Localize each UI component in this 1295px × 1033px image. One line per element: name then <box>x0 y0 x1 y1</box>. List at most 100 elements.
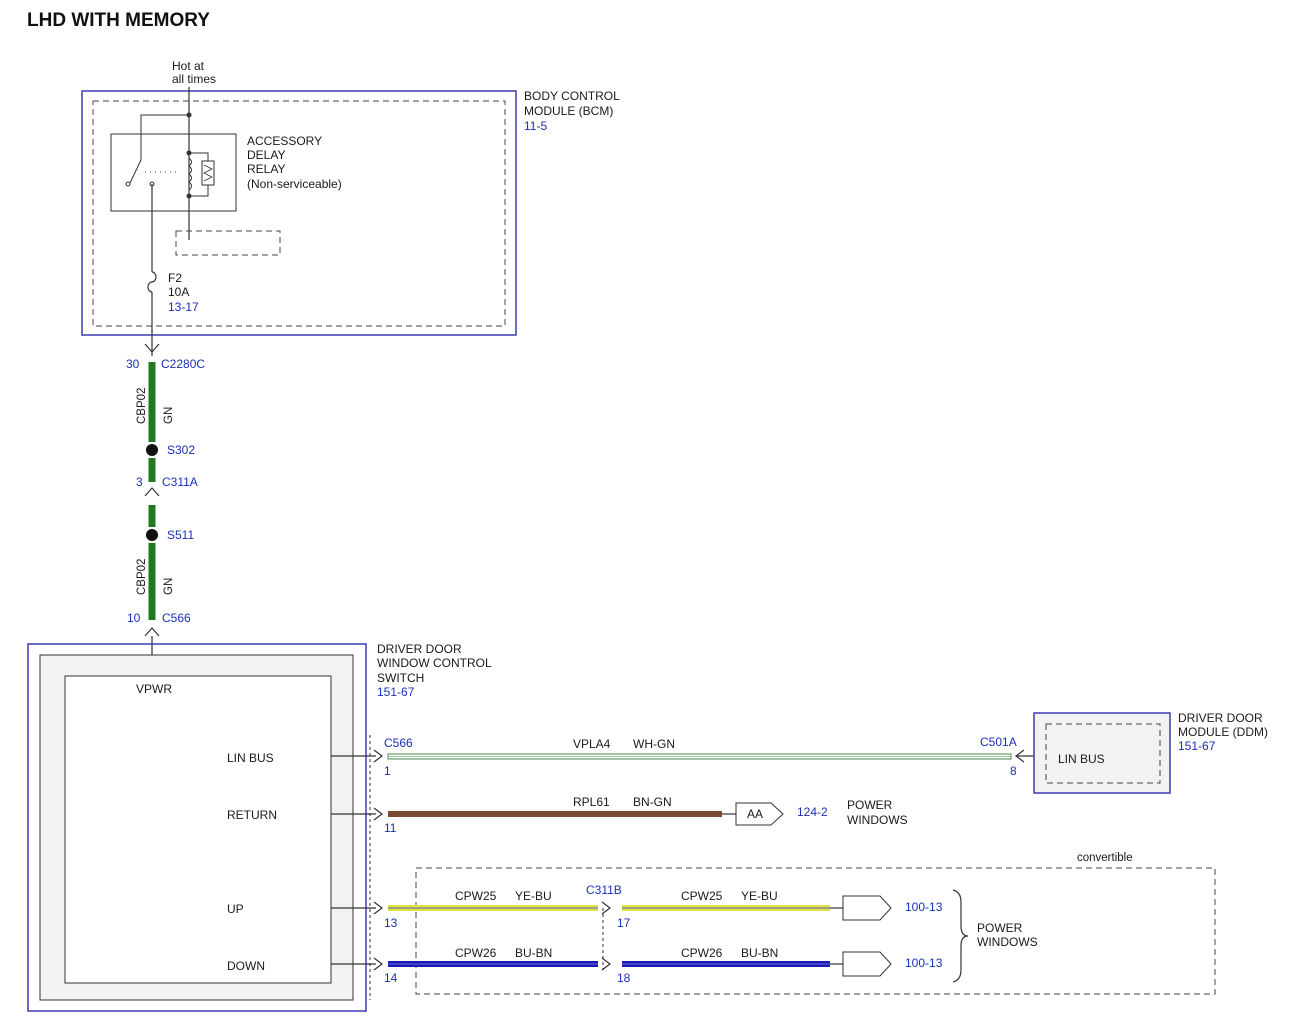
relay-resistor-icon <box>201 160 215 186</box>
connector-c311a-label[interactable]: C311A <box>162 475 198 489</box>
wire-cpw26-circuit-2: CPW26 <box>681 946 723 960</box>
ddm-ref-link[interactable]: 151-67 <box>1178 739 1216 753</box>
down-ref-link[interactable]: 100-13 <box>905 956 943 970</box>
connector-up-icon <box>373 901 383 915</box>
relay-label-line3: RELAY <box>247 162 285 176</box>
connector-c311b-down-icon <box>601 957 611 971</box>
pin-label-down: DOWN <box>227 959 265 973</box>
pin-down-18: 18 <box>617 971 631 985</box>
bcm-internal-dashed-box <box>92 100 506 327</box>
pin-label-up: UP <box>227 902 244 916</box>
wire-color-label-2: GN <box>163 578 175 595</box>
return-dest-line2: WINDOWS <box>847 813 908 827</box>
connector-c311b-up-icon <box>601 901 611 915</box>
ground-reference-label: AA <box>747 807 763 821</box>
wire-cpw26-color-2: BU-BN <box>741 946 778 960</box>
pin-label-return: RETURN <box>227 808 277 822</box>
bcm-name-line1: BODY CONTROL <box>524 89 620 103</box>
wire-cpw26-color-1: BU-BN <box>515 946 552 960</box>
relay-contact-left <box>125 181 131 187</box>
ddm-internal-dashed-box <box>1045 723 1161 784</box>
switch-module-box <box>27 643 367 1012</box>
pin-up-17: 17 <box>617 916 631 930</box>
relay-coil-icon <box>188 157 192 191</box>
bcm-module-box <box>81 90 517 336</box>
relay-box <box>110 133 237 212</box>
power-source-label-line2: all times <box>172 72 216 86</box>
convertible-dest-line1: POWER <box>977 921 1023 935</box>
wire-circuit-label-1: CBP02 <box>136 388 148 424</box>
ddm-name-line1: DRIVER DOOR <box>1178 711 1263 725</box>
switch-name-line1: DRIVER DOOR <box>377 642 462 656</box>
splice-s511-label[interactable]: S511 <box>167 528 194 542</box>
switch-internal-box <box>64 675 332 984</box>
wire-color-label-1: GN <box>163 407 175 424</box>
connector-c566-lin-icon <box>373 749 383 763</box>
up-reference-arrow[interactable] <box>842 895 892 921</box>
down-reference-arrow[interactable] <box>842 951 892 977</box>
brace-icon <box>952 889 969 983</box>
ddm-name-line2: MODULE (DDM) <box>1178 725 1268 739</box>
relay-switch-blade <box>129 159 142 184</box>
switch-ref-link[interactable]: 151-67 <box>377 685 415 699</box>
connector-return-icon <box>373 807 383 821</box>
bcm-ref-link[interactable]: 11-5 <box>524 119 547 133</box>
pin-c2280c: 30 <box>126 357 140 371</box>
wire-cpw26-circuit-1: CPW26 <box>455 946 497 960</box>
ddm-module-box <box>1033 712 1171 794</box>
wire-vpla4-color: WH-GN <box>633 737 675 751</box>
wire-rpl61-color: BN-GN <box>633 795 672 809</box>
relay-switch-feed <box>140 114 189 160</box>
relay-control-dashed-box <box>175 230 281 256</box>
splice-s302-label[interactable]: S302 <box>167 443 195 457</box>
connector-c2280c-icon <box>144 343 160 353</box>
return-dest-line1: POWER <box>847 798 893 812</box>
connector-c566-lin-label[interactable]: C566 <box>384 736 413 750</box>
switch-name-line2: WINDOW CONTROL <box>377 656 492 670</box>
convertible-option-box <box>415 867 1216 995</box>
switch-name-line3: SWITCH <box>377 671 424 685</box>
ground-reference-box[interactable] <box>735 802 784 826</box>
power-source-label-line1: Hot at <box>172 59 205 73</box>
pin-label-lin-bus: LIN BUS <box>227 751 274 765</box>
splice-s302-icon <box>146 444 158 456</box>
return-ref-link[interactable]: 124-2 <box>797 805 828 819</box>
connector-c311b-label[interactable]: C311B <box>586 883 622 897</box>
splice-s511-icon <box>146 529 158 541</box>
relay-label-line2: DELAY <box>247 148 285 162</box>
wire-cpw25-circuit-1: CPW25 <box>455 889 497 903</box>
fuse-ref-link[interactable]: 13-17 <box>168 300 199 314</box>
pin-return-11: 11 <box>384 821 397 835</box>
relay-label-line4: (Non-serviceable) <box>247 177 342 191</box>
fuse-rating: 10A <box>168 285 189 299</box>
resistor-zigzag <box>203 164 213 182</box>
wire-rpl61-circuit: RPL61 <box>573 795 610 809</box>
wire-vpla4-circuit: VPLA4 <box>573 737 611 751</box>
fuse-name: F2 <box>168 271 182 285</box>
connector-c566-top-icon <box>144 627 160 637</box>
pin-label-vpwr: VPWR <box>136 682 172 696</box>
relay-label-line1: ACCESSORY <box>247 134 322 148</box>
connector-c566-top-label[interactable]: C566 <box>162 611 191 625</box>
connector-c2280c-label[interactable]: C2280C <box>161 357 205 371</box>
ddm-lin-bus-label: LIN BUS <box>1058 752 1105 766</box>
fuse-icon <box>147 271 157 293</box>
pin-ddm-8: 8 <box>1010 764 1017 778</box>
connector-c311a-icon <box>144 487 160 497</box>
convertible-dest-line2: WINDOWS <box>977 935 1038 949</box>
diagram-title: LHD WITH MEMORY <box>27 10 210 31</box>
wire-circuit-label-2: CBP02 <box>136 559 148 595</box>
bcm-name-line2: MODULE (BCM) <box>524 104 613 118</box>
pin-down-14: 14 <box>384 971 398 985</box>
wire-cpw25-color-1: YE-BU <box>515 889 552 903</box>
wire-cpw25-color-2: YE-BU <box>741 889 778 903</box>
wire-cpw25-circuit-2: CPW25 <box>681 889 723 903</box>
pin-lin-1: 1 <box>384 764 391 778</box>
connector-down-icon <box>373 957 383 971</box>
convertible-label: convertible <box>1077 852 1133 864</box>
connector-c501a-label[interactable]: C501A <box>980 735 1017 749</box>
pin-c566-top: 10 <box>127 611 141 625</box>
up-ref-link[interactable]: 100-13 <box>905 900 943 914</box>
pin-up-13: 13 <box>384 916 398 930</box>
